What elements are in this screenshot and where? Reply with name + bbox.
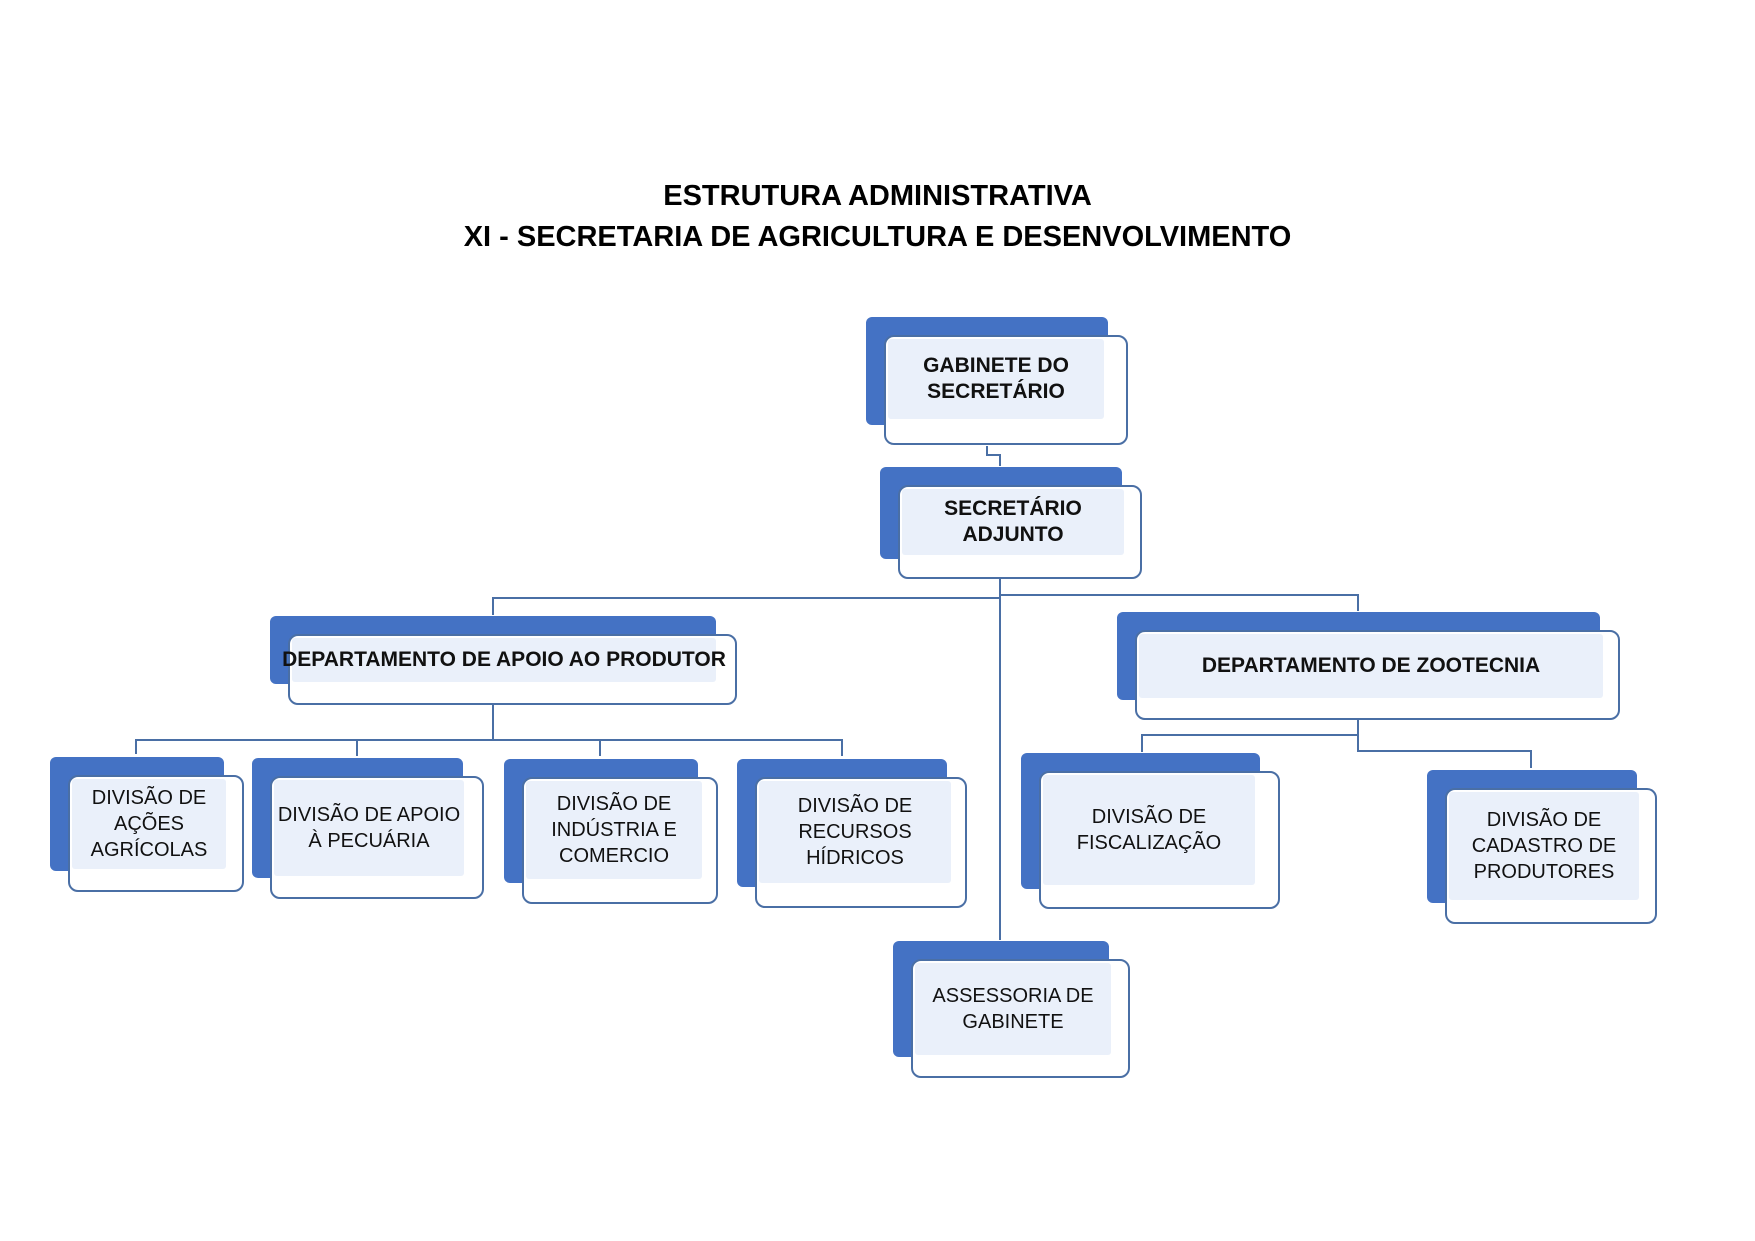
title-line-1: ESTRUTURA ADMINISTRATIVA — [663, 180, 1092, 212]
edge-dep-apoio-divisions — [135, 704, 843, 756]
node-label: DIVISÃO DE INDÚSTRIA E COMERCIO — [526, 781, 702, 879]
node-divisao-industria-comercio: DIVISÃO DE INDÚSTRIA E COMERCIO — [504, 759, 718, 904]
node-divisao-recursos-hidricos: DIVISÃO DE RECURSOS HÍDRICOS — [737, 759, 967, 908]
node-divisao-fiscalizacao: DIVISÃO DE FISCALIZAÇÃO — [1021, 753, 1280, 909]
node-label: DEPARTAMENTO DE APOIO AO PRODUTOR — [282, 638, 726, 682]
node-departamento-apoio-produtor: DEPARTAMENTO DE APOIO AO PRODUTOR — [270, 616, 737, 705]
node-departamento-zootecnia: DEPARTAMENTO DE ZOOTECNIA — [1117, 612, 1620, 720]
node-label: SECRETÁRIO ADJUNTO — [902, 489, 1124, 555]
page-title: ESTRUTURA ADMINISTRATIVA XI - SECRETARIA… — [0, 176, 1755, 258]
node-secretario-adjunto: SECRETÁRIO ADJUNTO — [880, 467, 1142, 579]
node-label: DIVISÃO DE FISCALIZAÇÃO — [1043, 775, 1255, 885]
node-divisao-acoes-agricolas: DIVISÃO DE AÇÕES AGRÍCOLAS — [50, 757, 244, 892]
node-label: GABINETE DO SECRETÁRIO — [888, 339, 1104, 419]
node-label: DIVISÃO DE AÇÕES AGRÍCOLAS — [72, 779, 226, 869]
edge-adjunto-dep-zootecnia — [999, 578, 1359, 611]
node-divisao-apoio-pecuaria: DIVISÃO DE APOIO À PECUÁRIA — [252, 758, 484, 899]
edge-gabinete-adjunto — [986, 446, 1001, 466]
node-label: DIVISÃO DE CADASTRO DE PRODUTORES — [1449, 792, 1639, 900]
title-line-2: XI - SECRETARIA DE AGRICULTURA E DESENVO… — [463, 221, 1292, 253]
node-gabinete-do-secretario: GABINETE DO SECRETÁRIO — [866, 317, 1128, 445]
node-label: DIVISÃO DE APOIO À PECUÁRIA — [274, 780, 464, 876]
node-label: DEPARTAMENTO DE ZOOTECNIA — [1139, 634, 1603, 698]
node-label: ASSESSORIA DE GABINETE — [915, 963, 1111, 1055]
edge-adjunto-dep-apoio — [492, 578, 1001, 615]
node-assessoria-de-gabinete: ASSESSORIA DE GABINETE — [893, 941, 1130, 1078]
node-divisao-cadastro-produtores: DIVISÃO DE CADASTRO DE PRODUTORES — [1427, 770, 1657, 924]
node-label: DIVISÃO DE RECURSOS HÍDRICOS — [759, 781, 951, 883]
edge-dep-zootecnia-divisions — [1141, 719, 1532, 768]
